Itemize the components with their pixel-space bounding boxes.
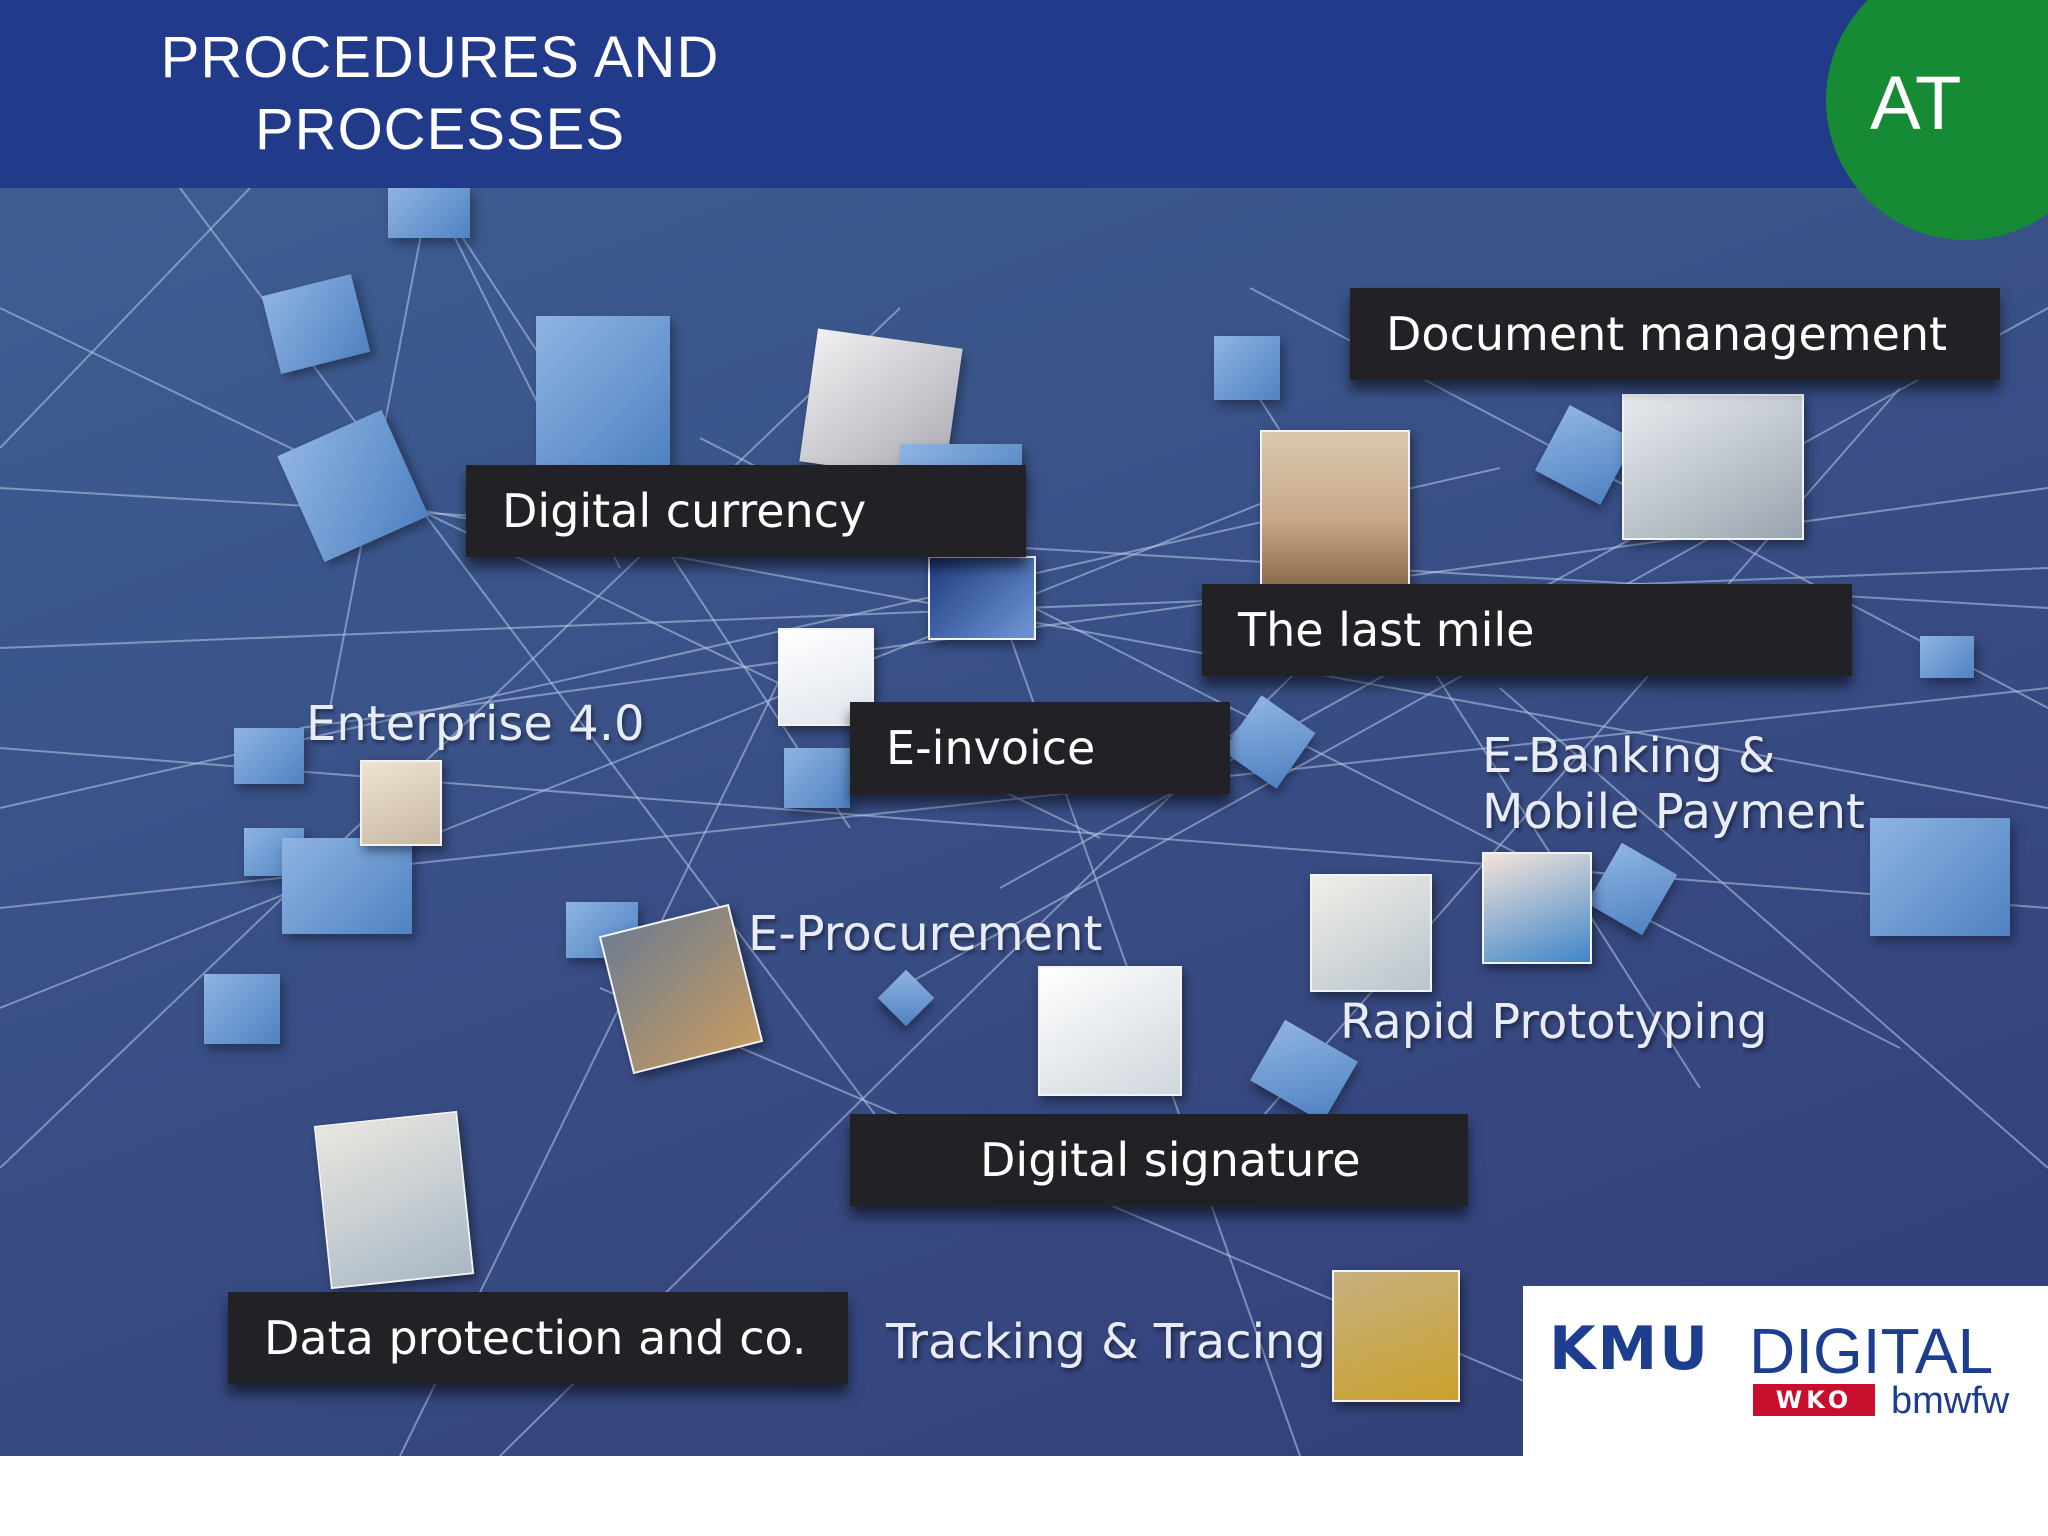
label-e-banking-line2: Mobile Payment	[1482, 784, 1865, 840]
cube	[536, 316, 670, 466]
cube	[1920, 636, 1974, 678]
tag-digital-signature: Digital signature	[850, 1114, 1468, 1206]
cube	[234, 728, 304, 784]
bottom-margin	[0, 1456, 2048, 1536]
enterprise-printer-image	[360, 760, 442, 846]
tag-the-last-mile: The last mile	[1202, 584, 1852, 676]
cube	[1214, 336, 1280, 400]
laptop-office-image	[1622, 394, 1804, 540]
tag-document-management: Document management	[1350, 288, 2000, 380]
label-e-banking: E-Banking & Mobile Payment	[1482, 728, 1865, 840]
label-e-procurement: E-Procurement	[748, 906, 1103, 962]
security-tile-image	[928, 556, 1036, 640]
tag-data-protection: Data protection and co.	[228, 1292, 848, 1384]
drone-city-image	[1260, 430, 1410, 590]
logo-kmu: KMU	[1549, 1314, 1710, 1384]
tag-digital-currency: Digital currency	[466, 465, 1026, 557]
slide-header: PROCEDURES AND PROCESSES	[0, 0, 2048, 188]
cube	[388, 188, 470, 238]
country-code: AT	[1870, 61, 1962, 146]
tracking-smartphone-image	[1332, 1270, 1460, 1402]
logo-digital: DIGITAL	[1749, 1315, 1994, 1387]
slide-title: PROCEDURES AND PROCESSES	[120, 22, 760, 166]
tag-e-invoice: E-invoice	[850, 702, 1230, 794]
label-e-banking-line1: E-Banking &	[1482, 728, 1776, 784]
office-worker-image	[313, 1110, 475, 1290]
cube	[1870, 818, 2010, 936]
label-enterprise-4-0: Enterprise 4.0	[306, 696, 645, 752]
network-illustration: Document management Digital currency The…	[0, 188, 2048, 1456]
logo-wko: WKO	[1753, 1384, 1875, 1416]
logo-bmwfw: bmwfw	[1891, 1380, 2010, 1422]
mobile-banking-image	[1482, 852, 1592, 964]
cube	[204, 974, 280, 1044]
label-tracking-tracing: Tracking & Tracing	[886, 1314, 1326, 1370]
cube	[784, 748, 850, 808]
slide-title-line1: PROCEDURES AND	[160, 25, 720, 90]
label-rapid-prototyping: Rapid Prototyping	[1340, 994, 1768, 1050]
rapid-prototyping-image	[1310, 874, 1432, 992]
kmu-digital-logo: KMU DIGITAL WKO bmwfw	[1523, 1286, 2048, 1456]
computer-mouse-image	[1038, 966, 1182, 1096]
cube	[282, 838, 412, 934]
slide-title-line2: PROCESSES	[255, 97, 625, 162]
